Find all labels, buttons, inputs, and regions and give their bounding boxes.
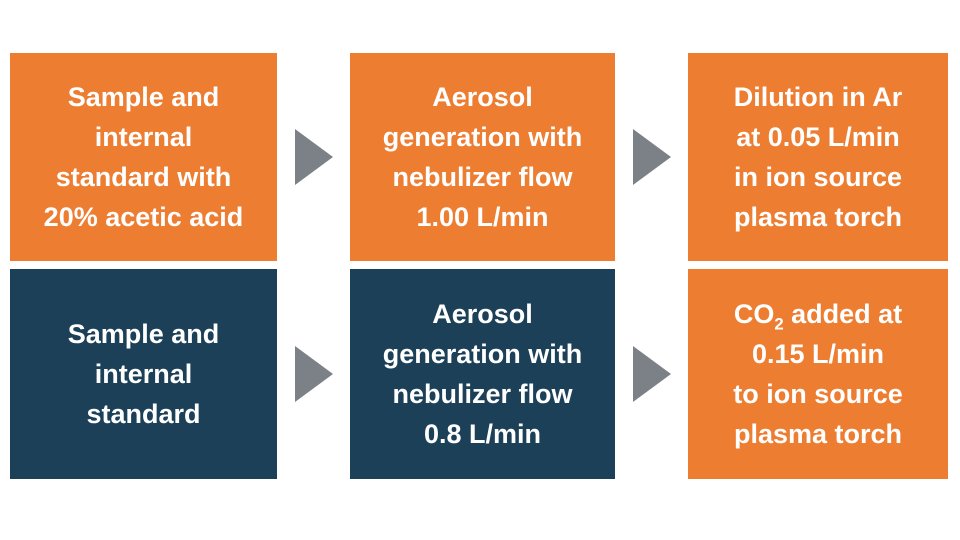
step-box-aerosol-generation-1: Aerosol generation with nebulizer flow 1.00… — [350, 53, 615, 261]
step-box-text-line: generation with — [382, 122, 583, 152]
step-box-text-line: at 0.05 L/min — [736, 122, 900, 152]
step-box-text-line: generation with — [382, 339, 583, 369]
step-box-text-line: 0.8 L/min — [423, 419, 542, 449]
arrow-right-icon — [277, 53, 350, 261]
arrow-right-icon — [632, 346, 671, 402]
step-box-text-line: to ion source — [733, 379, 903, 409]
arrow-right-icon — [277, 269, 350, 479]
flow-diagram-grid: Sample and internal standard with 20% aceti… — [10, 53, 948, 479]
step-box-text-line: 20% acetic acid — [43, 202, 244, 232]
step-box-sample-acetic-acid: Sample and internal standard with 20% aceti… — [10, 53, 277, 261]
step-box-text-line: CO2 added at — [733, 299, 903, 334]
step-box-text-line: in ion source — [733, 162, 903, 192]
step-box-co2-added: CO2 added at 0.15 L/min to ion source plasm… — [688, 269, 948, 479]
arrow-right-icon — [615, 53, 688, 261]
arrow-right-icon — [294, 346, 333, 402]
step-box-text-line: plasma torch — [733, 202, 903, 232]
step-box-text-line: standard with — [55, 162, 232, 192]
step-box-text-line: Sample and — [67, 319, 220, 349]
step-box-sample-standard: Sample and internal standard — [10, 269, 277, 479]
step-box-dilution-in-ar: Dilution in Ar at 0.05 L/min in ion source… — [688, 53, 948, 261]
step-box-text-line: nebulizer flow — [392, 379, 573, 409]
step-box-text-line: Sample and — [67, 82, 220, 112]
step-box-text-line: plasma torch — [733, 419, 903, 449]
step-box-text-line: Dilution in Ar — [733, 82, 903, 112]
arrow-right-icon — [615, 269, 688, 479]
step-box-text-line: Aerosol — [432, 82, 533, 112]
step-box-text-line: nebulizer flow — [392, 162, 573, 192]
arrow-right-icon — [632, 129, 671, 185]
step-box-aerosol-generation-2: Aerosol generation with nebulizer flow 0.8 … — [350, 269, 615, 479]
step-box-text-line: standard — [86, 399, 201, 429]
step-box-text-line: 0.15 L/min — [751, 339, 885, 369]
step-box-text-line: 1.00 L/min — [416, 202, 549, 232]
step-box-text-line: internal — [94, 122, 193, 152]
step-box-text-line: Aerosol — [432, 299, 533, 329]
arrow-right-icon — [294, 129, 333, 185]
step-box-text-line: internal — [94, 359, 193, 389]
